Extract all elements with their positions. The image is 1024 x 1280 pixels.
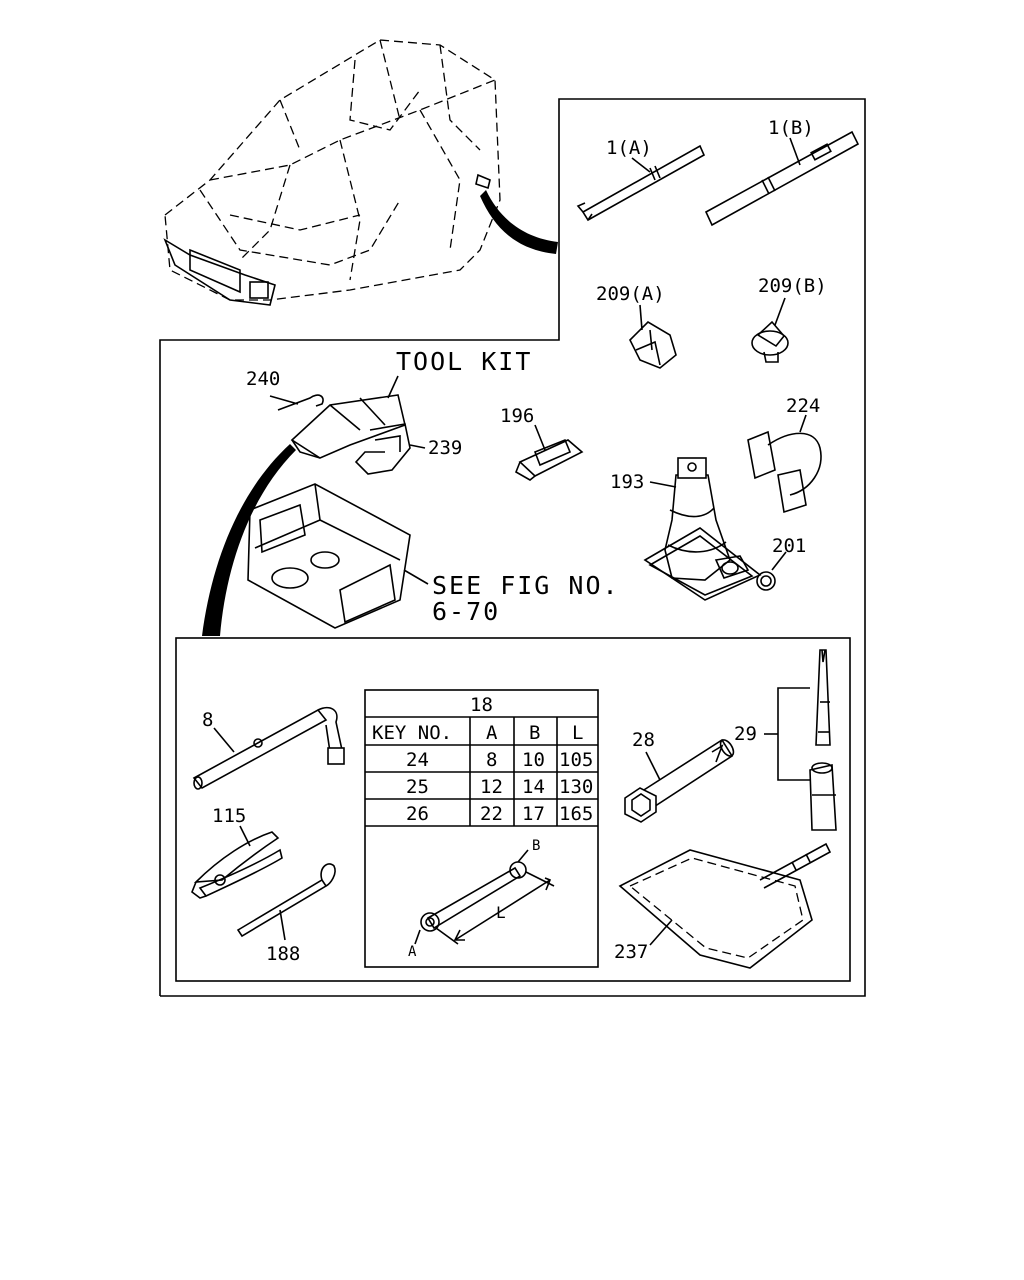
tool-kit-title: TOOL KIT bbox=[396, 347, 532, 376]
see-fig-line2: 6-70 bbox=[432, 597, 500, 626]
label-201: 201 bbox=[772, 535, 806, 557]
label-239: 239 bbox=[428, 437, 462, 459]
wrench-spec-table: 18 KEY NO. A B L 24 8 10 105 25 12 14 13… bbox=[364, 689, 599, 968]
table-cell: 26 bbox=[406, 803, 429, 825]
dim-label-l: L bbox=[496, 903, 506, 922]
label-28: 28 bbox=[632, 729, 655, 751]
table-header-b: B bbox=[529, 722, 540, 744]
table-cell: 105 bbox=[559, 749, 593, 771]
part-1a-wrench-bar bbox=[576, 144, 706, 222]
table-cell: 10 bbox=[522, 749, 545, 771]
vehicle-body-illustration bbox=[163, 39, 501, 306]
part-201-ring bbox=[756, 551, 787, 591]
bag-leader bbox=[202, 444, 296, 636]
part-237-bag bbox=[618, 842, 832, 969]
label-209b: 209(B) bbox=[758, 275, 827, 297]
tool-bag-roll bbox=[290, 375, 406, 459]
part-209b-clip bbox=[751, 297, 789, 363]
label-29: 29 bbox=[734, 723, 757, 745]
table-cell: 24 bbox=[406, 749, 429, 771]
part-240-pin bbox=[269, 394, 324, 411]
table-cell: 165 bbox=[559, 803, 593, 825]
label-240: 240 bbox=[246, 368, 280, 390]
part-8-wheel-wrench bbox=[192, 706, 345, 790]
part-1b-wrench-bar bbox=[704, 130, 860, 227]
label-115: 115 bbox=[212, 805, 246, 827]
label-224: 224 bbox=[786, 395, 820, 417]
label-1a: 1(A) bbox=[606, 137, 652, 159]
label-188: 188 bbox=[266, 943, 300, 965]
label-196: 196 bbox=[500, 405, 534, 427]
inner-tool-frame bbox=[175, 637, 851, 982]
table-title: 18 bbox=[470, 694, 493, 716]
table-header-key: KEY NO. bbox=[372, 722, 452, 744]
body-leader bbox=[480, 190, 558, 254]
table-cell: 17 bbox=[522, 803, 545, 825]
part-115-pliers bbox=[191, 825, 283, 899]
part-224-strap bbox=[747, 414, 822, 514]
part-29-screwdriver bbox=[764, 649, 837, 831]
part-209a-clip bbox=[629, 304, 677, 369]
tool-tray-illustration bbox=[247, 483, 429, 629]
part-193-jack bbox=[643, 457, 762, 601]
part-196-fastener bbox=[514, 424, 584, 481]
table-cell: 14 bbox=[522, 776, 545, 798]
diagram-frames bbox=[159, 98, 866, 997]
label-1b: 1(B) bbox=[768, 117, 814, 139]
part-239-bracket bbox=[354, 423, 426, 475]
label-209a: 209(A) bbox=[596, 283, 665, 305]
outer-frame bbox=[159, 98, 866, 997]
table-cell: 8 bbox=[486, 749, 497, 771]
dim-label-b: B bbox=[532, 838, 540, 854]
table-cell: 12 bbox=[480, 776, 503, 798]
table-cell: 25 bbox=[406, 776, 429, 798]
label-193: 193 bbox=[610, 471, 644, 493]
table-header-a: A bbox=[486, 722, 498, 744]
label-8: 8 bbox=[202, 709, 213, 731]
see-fig-line1: SEE FIG NO. bbox=[432, 571, 620, 600]
table-cell: 130 bbox=[559, 776, 593, 798]
part-188-bar bbox=[236, 863, 336, 941]
part-28-socket bbox=[624, 738, 735, 823]
label-237: 237 bbox=[614, 941, 648, 963]
table-header-l: L bbox=[572, 722, 583, 744]
dim-label-a: A bbox=[408, 944, 417, 960]
table-cell: 22 bbox=[480, 803, 503, 825]
